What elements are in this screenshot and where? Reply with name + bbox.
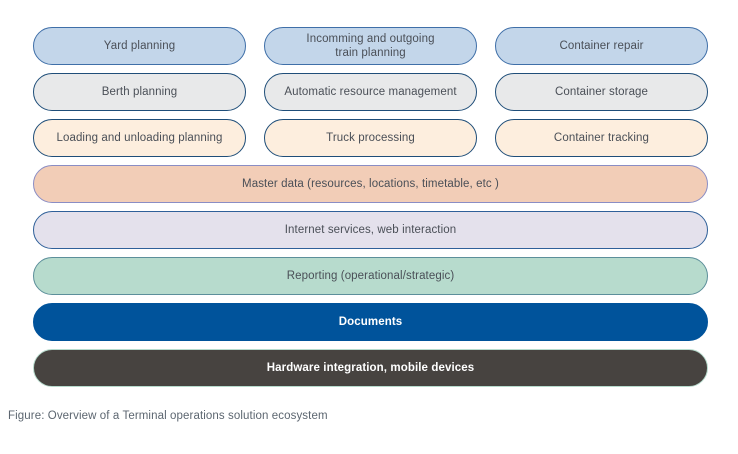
bar-label: Reporting (operational/strategic) — [286, 269, 455, 282]
diagram-row-internet-services: Internet services, web interaction — [33, 211, 708, 249]
diagram-row-resource-gray: Berth planning Automatic resource manage… — [33, 73, 708, 111]
bar-master-data[interactable]: Master data (resources, locations, timet… — [33, 165, 708, 203]
bar-reporting[interactable]: Reporting (operational/strategic) — [33, 257, 708, 295]
box-label: Container repair — [559, 39, 644, 52]
bar-label: Documents — [338, 315, 403, 328]
bar-label: Internet services, web interaction — [284, 223, 457, 236]
diagram-row-reporting: Reporting (operational/strategic) — [33, 257, 708, 295]
bar-label: Master data (resources, locations, timet… — [242, 177, 499, 190]
box-label: Berth planning — [101, 85, 178, 98]
box-label: Incomming and outgoing train planning — [306, 32, 435, 59]
box-yard-planning[interactable]: Yard planning — [33, 27, 246, 65]
box-truck-processing[interactable]: Truck processing — [264, 119, 477, 157]
box-automatic-resource-management[interactable]: Automatic resource management — [264, 73, 477, 111]
figure-caption: Figure: Overview of a Terminal operation… — [8, 410, 328, 422]
box-label: Container tracking — [553, 131, 650, 144]
box-container-tracking[interactable]: Container tracking — [495, 119, 708, 157]
diagram-row-planning-blue: Yard planning Incomming and outgoing tra… — [33, 27, 708, 65]
diagram-stack: Yard planning Incomming and outgoing tra… — [33, 27, 708, 395]
box-loading-and-unloading-planning[interactable]: Loading and unloading planning — [33, 119, 246, 157]
box-incoming-outgoing-train-planning[interactable]: Incomming and outgoing train planning — [264, 27, 477, 65]
bar-internet-services[interactable]: Internet services, web interaction — [33, 211, 708, 249]
box-label: Automatic resource management — [284, 85, 457, 98]
box-container-storage[interactable]: Container storage — [495, 73, 708, 111]
bar-hardware-integration[interactable]: Hardware integration, mobile devices — [33, 349, 708, 387]
diagram-row-master-data: Master data (resources, locations, timet… — [33, 165, 708, 203]
box-label: Yard planning — [103, 39, 176, 52]
diagram-row-documents: Documents — [33, 303, 708, 341]
diagram-row-hardware-integration: Hardware integration, mobile devices — [33, 349, 708, 387]
box-label: Loading and unloading planning — [56, 131, 223, 144]
box-label: Truck processing — [326, 131, 415, 144]
box-container-repair[interactable]: Container repair — [495, 27, 708, 65]
bar-label: Hardware integration, mobile devices — [266, 361, 475, 374]
box-berth-planning[interactable]: Berth planning — [33, 73, 246, 111]
box-label: Container storage — [554, 85, 649, 98]
bar-documents[interactable]: Documents — [33, 303, 708, 341]
diagram-row-operations-cream: Loading and unloading planning Truck pro… — [33, 119, 708, 157]
